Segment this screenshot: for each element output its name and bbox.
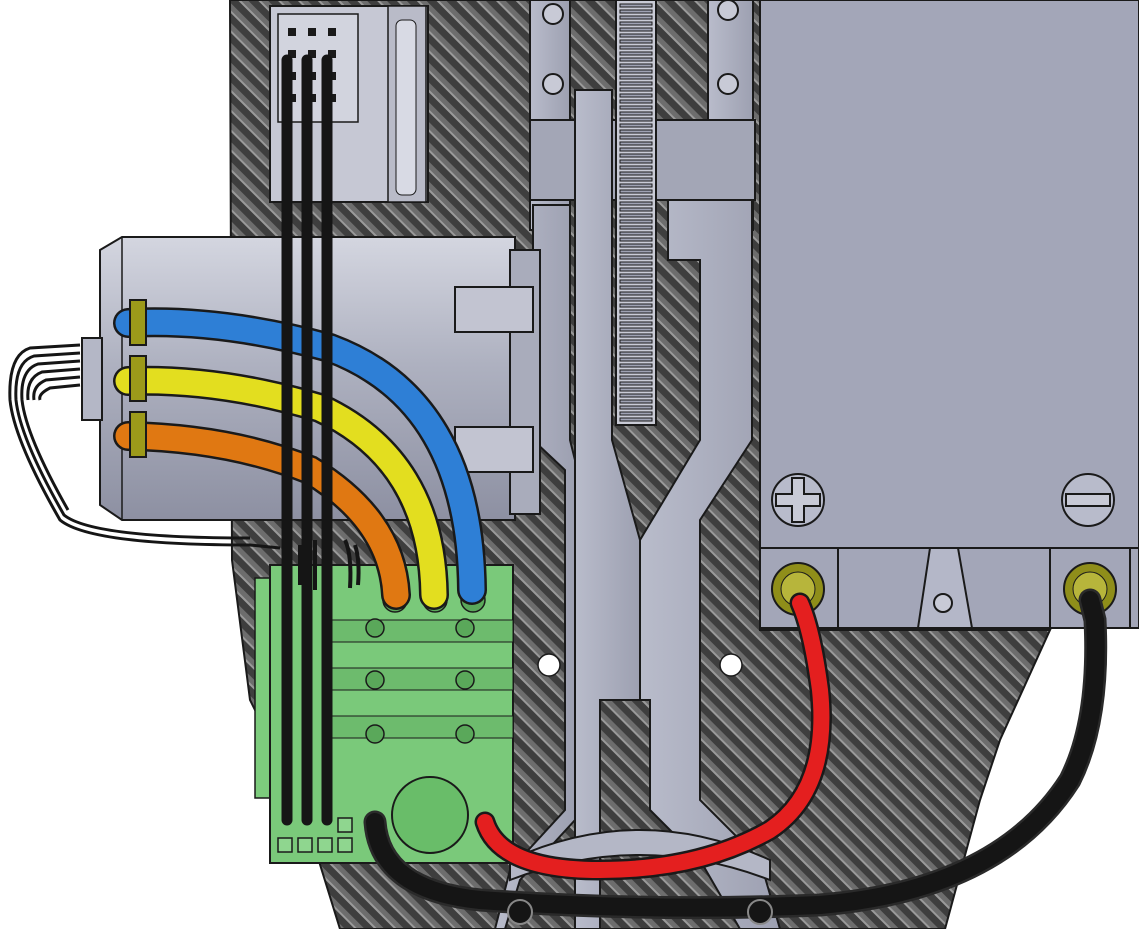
sensor-wire-ends (298, 539, 361, 590)
gear-tooth (619, 405, 653, 410)
gear-tooth (619, 45, 653, 50)
gear-tooth (619, 21, 653, 26)
left-arm (493, 204, 576, 929)
gear-tooth (619, 261, 653, 266)
gear-tooth (619, 417, 653, 422)
gear-tooth (619, 327, 653, 332)
gear-tooth (619, 339, 653, 344)
gear-tooth (619, 105, 653, 110)
gear-tooth (619, 387, 653, 392)
gear-tooth (619, 231, 653, 236)
gear-tooth (619, 27, 653, 32)
gear-tooth (619, 243, 653, 248)
gear-tooth (619, 369, 653, 374)
gear-tooth (619, 183, 653, 188)
gear-tooth (619, 165, 653, 170)
gear-tooth (619, 375, 653, 380)
phase-wires (113, 307, 487, 610)
gear-tooth (619, 345, 653, 350)
slotted-screw-icon (1061, 473, 1115, 527)
gear-tooth (619, 249, 653, 254)
esc-screws (365, 618, 475, 744)
gear-tooth (619, 219, 653, 224)
gear-tooth (619, 255, 653, 260)
esc-header-pins (277, 817, 353, 853)
gear-tooth (619, 123, 653, 128)
gear-tooth (619, 237, 653, 242)
gear-tooth (619, 363, 653, 368)
pivot-bolt-left (507, 899, 533, 925)
gear-tooth (619, 87, 653, 92)
servo-connector (269, 5, 429, 203)
gear-tooth (619, 267, 653, 272)
gear-tooth (619, 135, 653, 140)
gear-tooth (619, 357, 653, 362)
battery-box (759, 0, 1139, 629)
gear-tooth (619, 309, 653, 314)
gear-tooth (619, 63, 653, 68)
gear-tooth (619, 3, 653, 8)
gear-tooth (619, 195, 653, 200)
gear-tooth (619, 39, 653, 44)
servo-lead-wires (281, 54, 333, 826)
gear-tooth (619, 273, 653, 278)
gear-tooth (619, 213, 653, 218)
gear-tooth (619, 81, 653, 86)
gear-tooth (619, 315, 653, 320)
gear-tooth (619, 351, 653, 356)
gear-tooth (619, 303, 653, 308)
gear-tooth (619, 99, 653, 104)
gear-tooth (619, 411, 653, 416)
battery-lead-red (474, 592, 832, 881)
gear-tooth (619, 9, 653, 14)
gear-tooth (619, 75, 653, 80)
gear-tooth (619, 279, 653, 284)
mount-hole-left (537, 653, 561, 677)
gear-tooth (619, 159, 653, 164)
gear-tooth (619, 93, 653, 98)
pivot-bolt-right (747, 899, 773, 925)
gear-tooth (619, 189, 653, 194)
battery-lead-black (363, 588, 1108, 920)
gear-tooth (619, 51, 653, 56)
gear-tooth (619, 153, 653, 158)
spur-gear (615, 0, 657, 426)
gear-tooth (619, 201, 653, 206)
gear-tooth (619, 321, 653, 326)
gear-tooth (619, 129, 653, 134)
gear-tooth (619, 393, 653, 398)
mount-hole-right (719, 653, 743, 677)
phillips-screw-icon (771, 473, 825, 527)
esc-capacitor (391, 776, 469, 854)
gear-tooth (619, 285, 653, 290)
gear-tooth (619, 69, 653, 74)
gear-tooth (619, 171, 653, 176)
gear-tooth (619, 297, 653, 302)
gear-tooth (619, 207, 653, 212)
gear-tooth (619, 399, 653, 404)
gear-tooth (619, 117, 653, 122)
gear-tooth (619, 111, 653, 116)
gear-tooth (619, 177, 653, 182)
gear-tooth (619, 33, 653, 38)
gear-tooth (619, 15, 653, 20)
gear-tooth (619, 225, 653, 230)
gear-tooth (619, 57, 653, 62)
gear-tooth (619, 141, 653, 146)
sensor-cable (8, 343, 281, 550)
motor-terminals (129, 299, 147, 458)
gear-tooth (619, 291, 653, 296)
gear-tooth (619, 147, 653, 152)
gear-tooth (619, 381, 653, 386)
gear-tooth (619, 333, 653, 338)
